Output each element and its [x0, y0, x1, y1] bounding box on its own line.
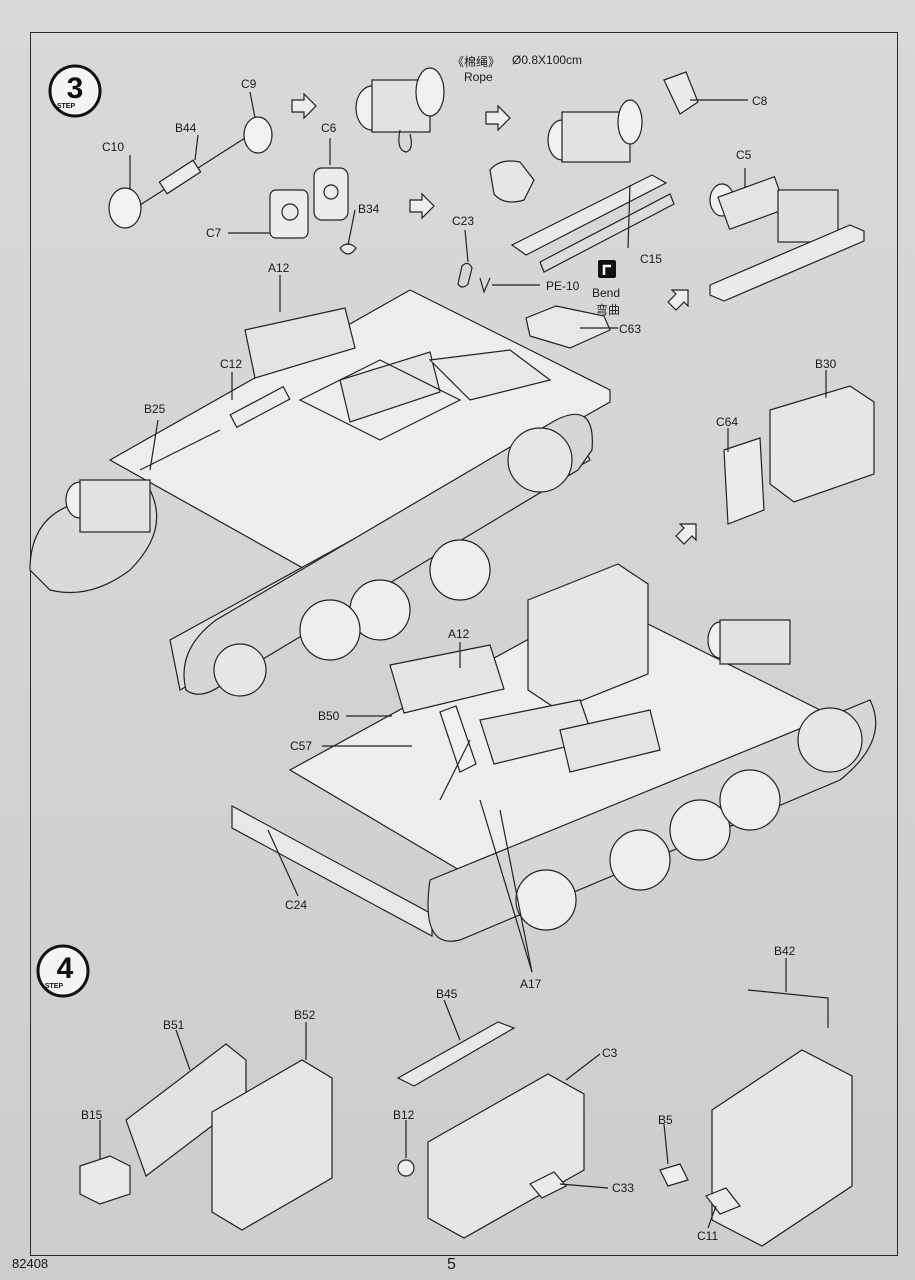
step-4-badge: 4 STEP [36, 944, 90, 998]
step-4-word: STEP [45, 983, 64, 990]
step-3-word: STEP [57, 103, 76, 110]
bend-icon [598, 260, 616, 278]
part-label-C11: C11 [697, 1229, 719, 1243]
part-label-C64: C64 [716, 415, 739, 429]
part-label-B45: B45 [436, 987, 458, 1001]
part-label-C15: C15 [640, 252, 663, 266]
part-label-B34: B34 [358, 202, 380, 216]
part-label-A12-top: A12 [268, 261, 290, 275]
part-label-B50: B50 [318, 709, 340, 723]
part-label-C33: C33 [612, 1181, 635, 1195]
part-label-C57: C57 [290, 739, 313, 753]
part-label-C12: C12 [220, 357, 243, 371]
step-4-number: 4 [57, 952, 74, 985]
part-label-B5: B5 [658, 1113, 673, 1127]
part-label-B15: B15 [81, 1108, 103, 1122]
part-label-B25: B25 [144, 402, 166, 416]
bend-label-chinese: 弯曲 [596, 303, 621, 317]
part-label-B51: B51 [163, 1018, 185, 1032]
part-label-C63: C63 [619, 322, 642, 336]
product-code: 82408 [12, 1256, 49, 1271]
part-label-C8: C8 [752, 94, 768, 108]
part-label-C10: C10 [102, 140, 125, 154]
part-label-A17: A17 [520, 977, 542, 991]
part-label-C6: C6 [321, 121, 337, 135]
part-label-C7: C7 [206, 226, 222, 240]
rope-label-english: Rope [464, 70, 493, 84]
rope-label-chinese: 《棉绳》 [452, 55, 501, 69]
part-label-A12-bottom: A12 [448, 627, 470, 641]
part-label-B44: B44 [175, 121, 197, 135]
page-frame [30, 32, 898, 1256]
part-label-B42: B42 [774, 944, 796, 958]
part-label-C24: C24 [285, 898, 308, 912]
part-label-B52: B52 [294, 1008, 316, 1022]
part-label-C3: C3 [602, 1046, 618, 1060]
step-3-number: 3 [67, 72, 84, 105]
part-label-PE-10: PE-10 [546, 279, 580, 293]
bend-label-english: Bend [592, 286, 621, 300]
part-label-C9: C9 [241, 77, 257, 91]
part-label-B12: B12 [393, 1108, 415, 1122]
part-label-B30: B30 [815, 357, 837, 371]
rope-spec: Ø0.8X100cm [512, 53, 583, 67]
part-label-C5: C5 [736, 148, 752, 162]
part-label-C23: C23 [452, 214, 475, 228]
page-number: 5 [447, 1256, 456, 1273]
step-3-badge: 3 STEP [48, 64, 102, 118]
